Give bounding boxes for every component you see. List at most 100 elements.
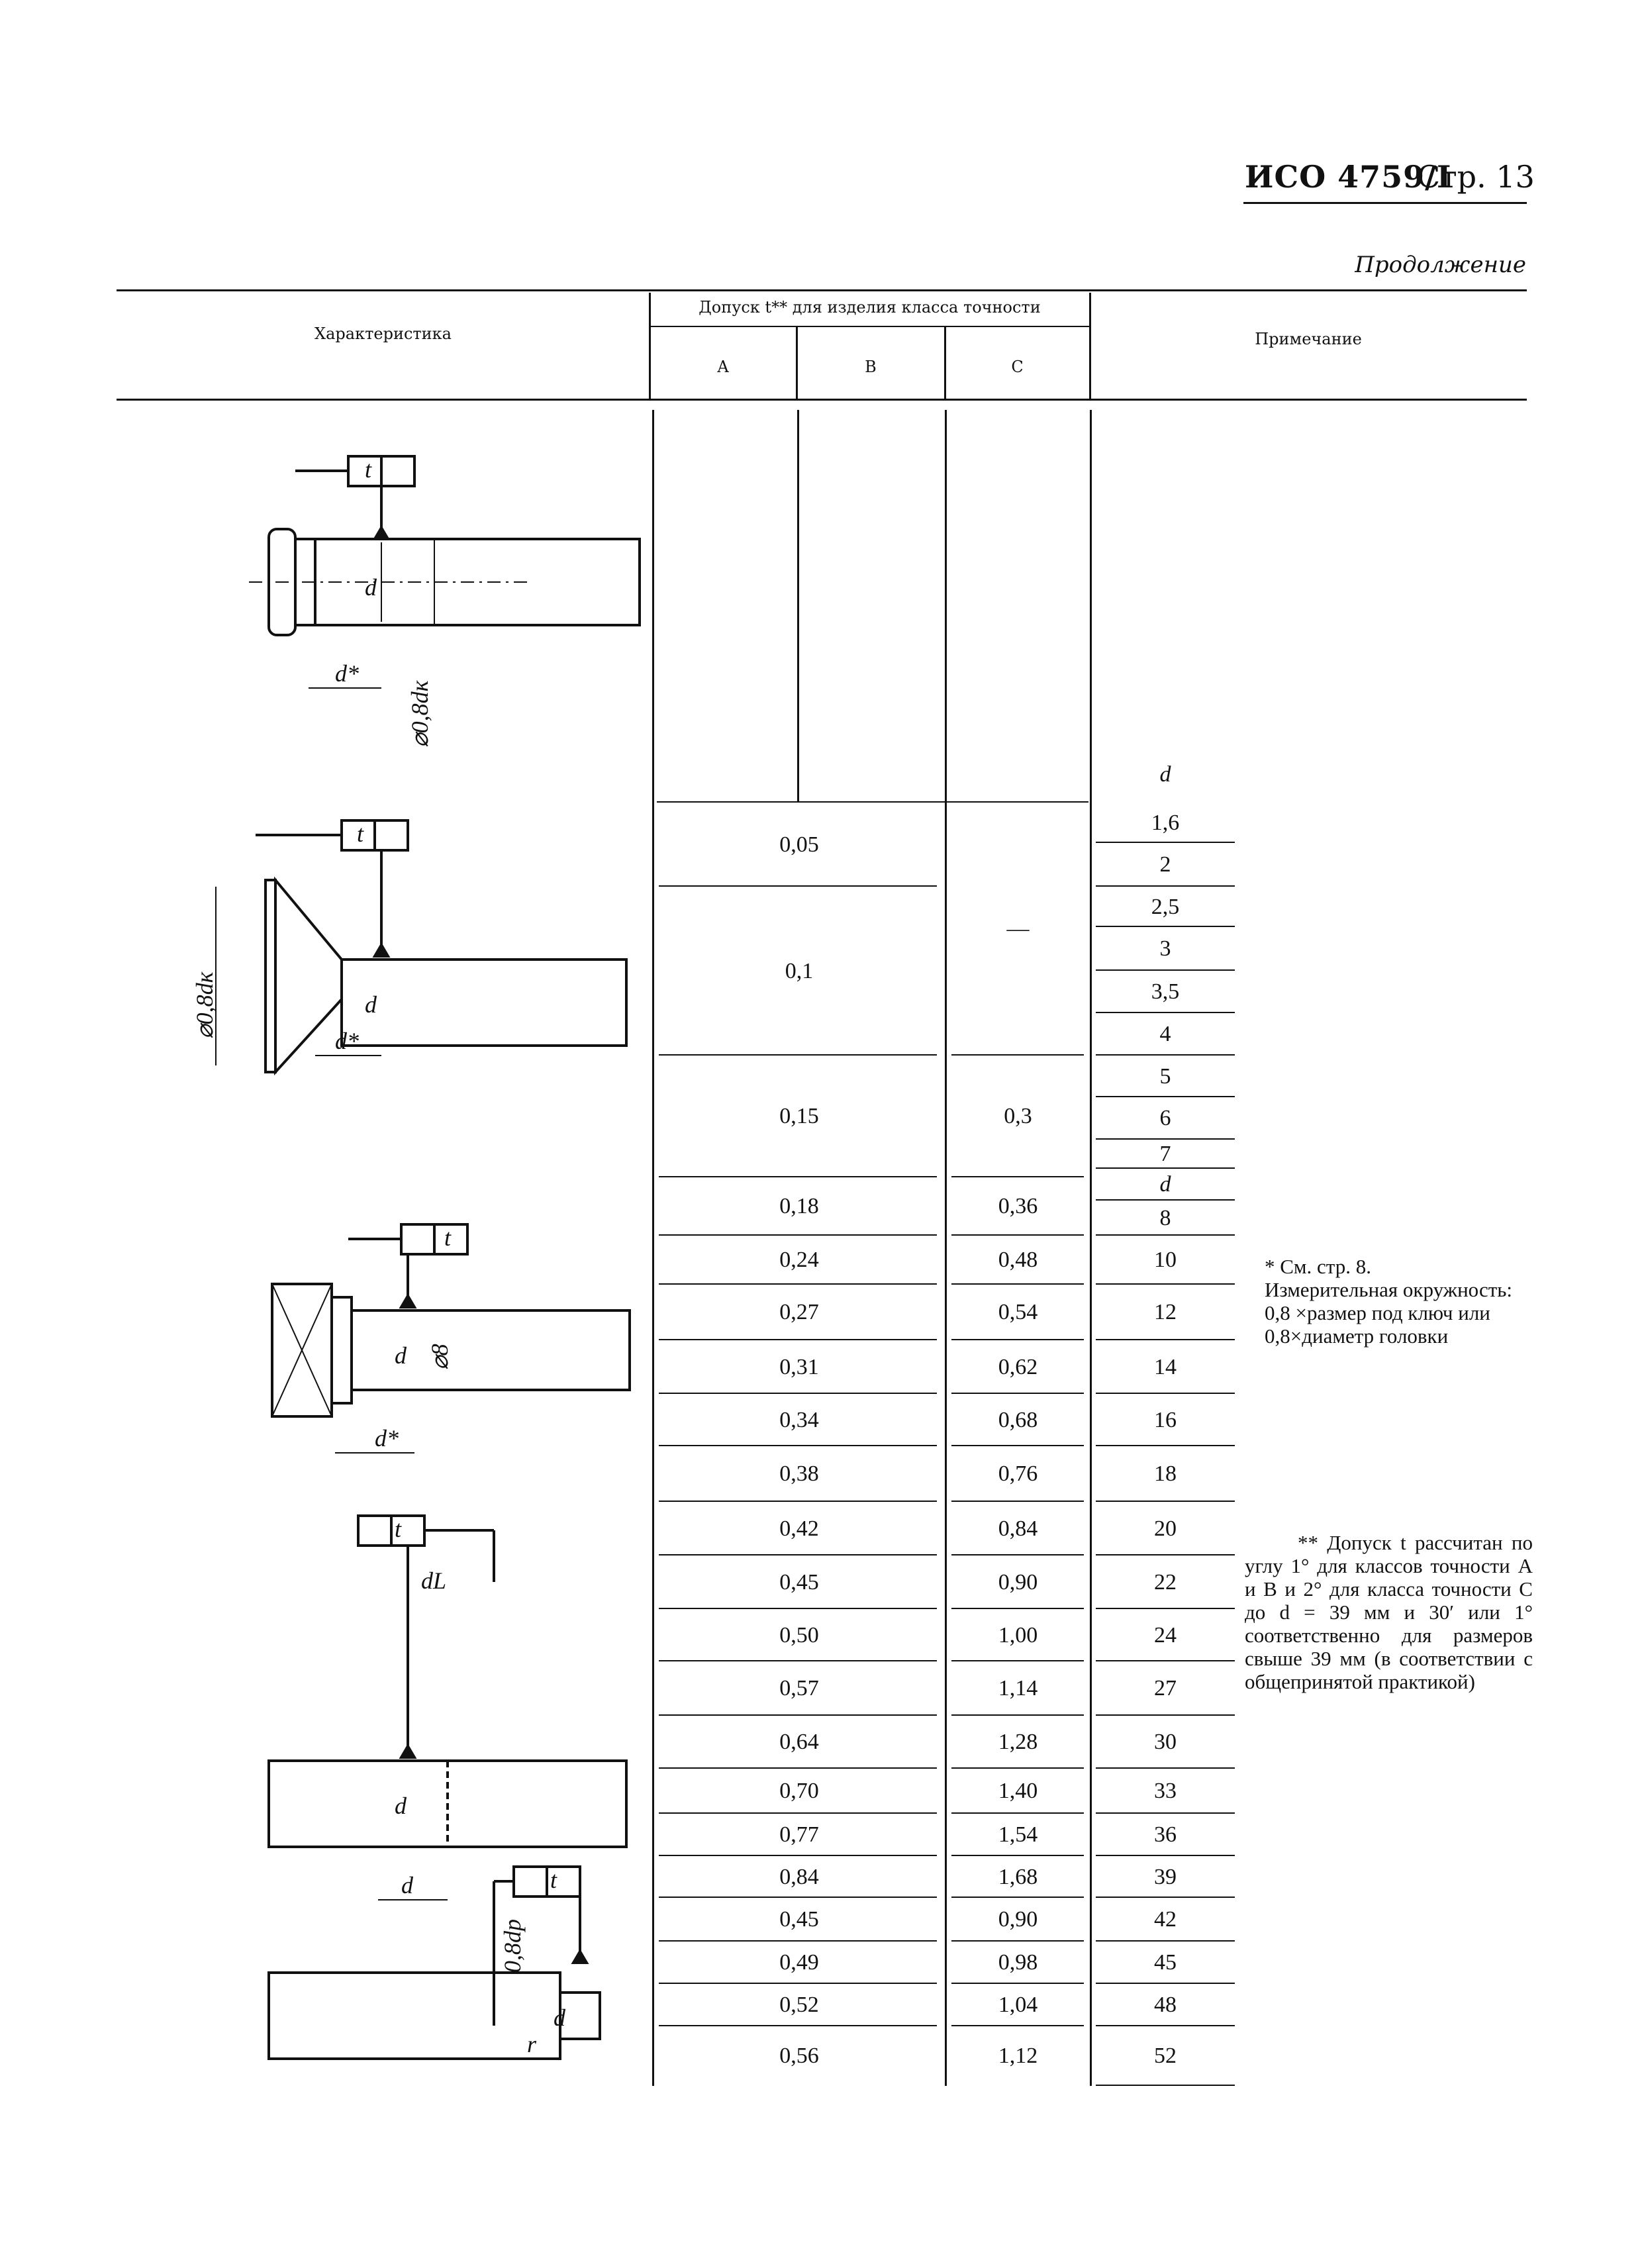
label-d: d bbox=[554, 2004, 566, 2031]
header-divider bbox=[796, 327, 798, 399]
tolerance-ab-cell: 0,38 bbox=[779, 1461, 819, 1486]
row-rule bbox=[1096, 1283, 1235, 1285]
d-cell: 48 bbox=[1154, 1993, 1177, 2017]
row-rule bbox=[659, 1339, 937, 1340]
row-rule bbox=[1096, 1167, 1235, 1169]
note-1-line: 0,8×диаметр головки bbox=[1265, 1324, 1449, 1348]
continued-label: Продолжение bbox=[1355, 252, 1526, 278]
tolerance-c-cell: 0,98 bbox=[998, 1950, 1038, 1975]
d-cell: 10 bbox=[1154, 1248, 1177, 1272]
row-rule bbox=[1096, 1897, 1235, 1898]
row-rule bbox=[659, 1983, 937, 1984]
row-rule bbox=[951, 1234, 1084, 1236]
d-cell: 27 bbox=[1154, 1676, 1177, 1701]
label-d: d bbox=[395, 1342, 407, 1369]
row-rule bbox=[1096, 842, 1235, 843]
column-divider bbox=[652, 410, 654, 2086]
label-d-star: d* bbox=[335, 660, 359, 687]
header-divider bbox=[944, 327, 946, 399]
row-rule bbox=[659, 1714, 937, 1716]
d-cell: 18 bbox=[1154, 1461, 1177, 1486]
tolerance-c-cell: 0,48 bbox=[998, 1248, 1038, 1272]
tolerance-ab-cell: 0,57 bbox=[779, 1676, 819, 1701]
drawing-cheese-head-screw: t d d* ⌀0,8dк bbox=[249, 455, 641, 748]
row-rule bbox=[659, 1660, 937, 1661]
row-rule bbox=[657, 801, 1088, 803]
tolerance-ab-cell: 0,56 bbox=[779, 2044, 819, 2068]
d-cell: 2,5 bbox=[1151, 894, 1180, 919]
d-cell: 3 bbox=[1159, 936, 1171, 961]
row-rule bbox=[1096, 1767, 1235, 1769]
table-header-rule bbox=[117, 399, 1527, 401]
label-t: t bbox=[357, 820, 364, 847]
d-cell: 39 bbox=[1154, 1864, 1177, 1889]
row-rule bbox=[659, 1501, 937, 1502]
tolerance-ab-cell: 0,34 bbox=[779, 1407, 819, 1432]
tolerance-c-cell: 1,54 bbox=[998, 1822, 1038, 1847]
note-1-line: 0,8 ×размер под ключ или bbox=[1265, 1301, 1490, 1324]
label-d-star: d* bbox=[335, 1028, 359, 1054]
row-rule bbox=[951, 1176, 1084, 1177]
tolerance-c-cell: 0,3 bbox=[1004, 1104, 1032, 1128]
note-1-line: Измерительная окружность: bbox=[1265, 1278, 1513, 1301]
row-rule bbox=[951, 1812, 1084, 1814]
label-phi-dk: ⌀0,8dк bbox=[191, 971, 218, 1039]
tolerance-c-cell: 0,84 bbox=[998, 1516, 1038, 1541]
tolerance-ab-cell: 0,1 bbox=[785, 958, 814, 983]
row-rule bbox=[951, 1339, 1084, 1340]
d-cell: 45 bbox=[1154, 1950, 1177, 1975]
row-rule bbox=[951, 1501, 1084, 1502]
tolerance-ab-cell: 0,84 bbox=[779, 1864, 819, 1889]
d-cell: 4 bbox=[1159, 1022, 1171, 1046]
row-rule bbox=[659, 1283, 937, 1285]
tolerance-ab-cell: 0,45 bbox=[779, 1569, 819, 1595]
tolerance-ab-cell: 0,45 bbox=[779, 1907, 819, 1932]
row-rule bbox=[951, 1554, 1084, 1555]
row-rule bbox=[951, 1897, 1084, 1898]
row-rule bbox=[1096, 1054, 1235, 1056]
column-divider bbox=[945, 410, 947, 2086]
row-rule bbox=[1096, 1339, 1235, 1340]
label-phi8: ⌀8 bbox=[426, 1344, 453, 1370]
d-cell: 1,6 bbox=[1151, 810, 1180, 835]
tolerance-c-cell: 1,00 bbox=[998, 1622, 1038, 1648]
tolerance-c-cell: 0,90 bbox=[998, 1907, 1038, 1932]
drawing-hexagon-head: t d ⌀8 d* bbox=[271, 1223, 631, 1454]
row-rule bbox=[1096, 1096, 1235, 1097]
d-cell: 36 bbox=[1154, 1822, 1177, 1847]
row-rule bbox=[659, 885, 937, 887]
drawing-countersunk-screw: t d d* ⌀0,8dк bbox=[191, 819, 628, 1076]
d-cell: 14 bbox=[1154, 1354, 1177, 1379]
row-rule bbox=[659, 1767, 937, 1769]
note-1: * См. стр. 8. Измерительная окружность: … bbox=[1245, 1255, 1533, 1348]
row-rule bbox=[1096, 1554, 1235, 1555]
row-rule bbox=[659, 1554, 937, 1555]
row-rule bbox=[659, 1054, 937, 1056]
drawing-reduced-shank: t 0,8dp d r bbox=[267, 1865, 601, 2060]
header-subrule bbox=[650, 326, 1090, 327]
row-rule bbox=[1096, 1714, 1235, 1716]
d-cell: 6 bbox=[1159, 1106, 1171, 1130]
class-b: B bbox=[865, 358, 877, 376]
row-rule bbox=[1096, 1940, 1235, 1942]
tolerance-c-cell: 0,90 bbox=[998, 1569, 1038, 1595]
d-column-label: d bbox=[1159, 762, 1171, 787]
row-rule bbox=[1096, 1608, 1235, 1609]
row-rule bbox=[951, 1283, 1084, 1285]
table-top-rule bbox=[117, 289, 1527, 291]
note-2: ** Допуск t рассчитан по углу 1° для кла… bbox=[1245, 1531, 1533, 1693]
row-rule bbox=[1096, 1855, 1235, 1856]
tolerance-c-cell: 1,68 bbox=[998, 1864, 1038, 1889]
row-rule bbox=[1096, 1393, 1235, 1394]
page-number: Стр. 13 bbox=[1417, 159, 1535, 195]
tolerance-ab-cell: 0,42 bbox=[779, 1516, 819, 1541]
tolerance-ab-cell: 0,24 bbox=[779, 1248, 819, 1272]
label-d-bottom: d bbox=[401, 1872, 414, 1898]
tolerance-c-cell: 0,76 bbox=[998, 1461, 1038, 1486]
tolerance-ab-cell: 0,27 bbox=[779, 1300, 819, 1324]
column-divider bbox=[1090, 410, 1092, 2086]
row-rule bbox=[1096, 926, 1235, 927]
row-rule bbox=[1096, 1501, 1235, 1502]
class-a: A bbox=[717, 358, 729, 376]
tolerance-ab-cell: 0,70 bbox=[779, 1779, 819, 1803]
